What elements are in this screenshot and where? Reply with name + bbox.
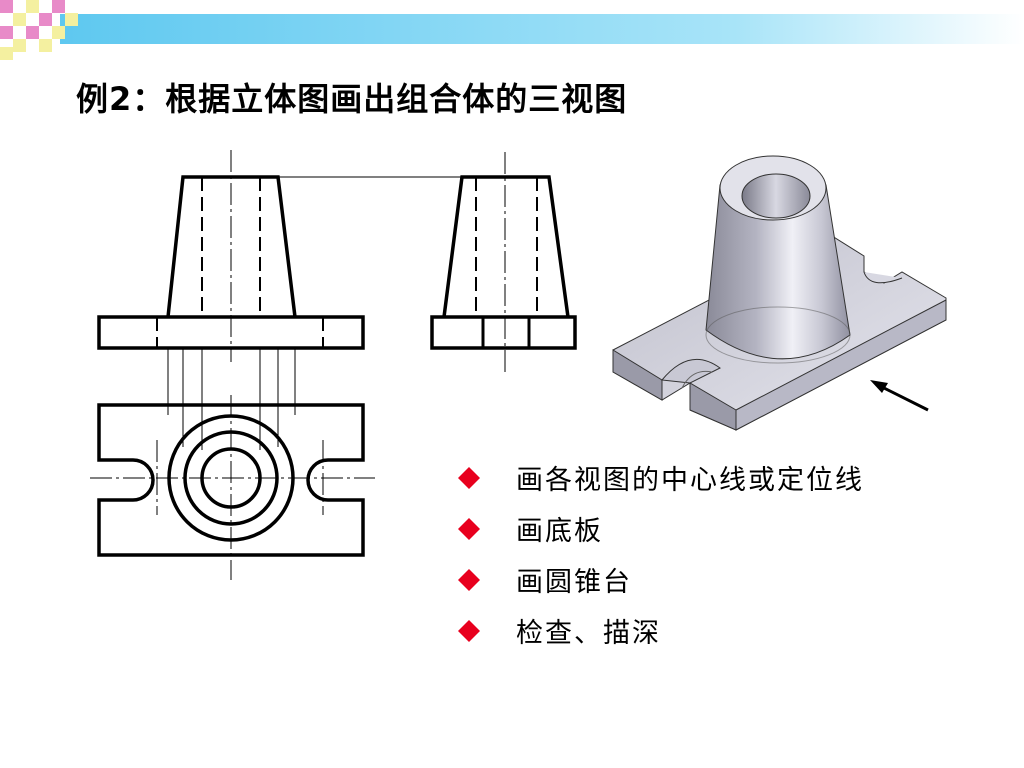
list-item-label: 画圆锥台 bbox=[516, 567, 632, 598]
diamond-icon bbox=[458, 466, 480, 489]
top-view bbox=[90, 395, 375, 580]
list-item-label: 画各视图的中心线或定位线 bbox=[516, 465, 864, 496]
list-item: 画各视图的中心线或定位线 bbox=[450, 452, 1010, 503]
isometric-model bbox=[612, 155, 947, 431]
diamond-icon bbox=[458, 619, 480, 642]
corner-checker-logo bbox=[0, 0, 78, 60]
list-item: 画底板 bbox=[450, 503, 1010, 554]
list-item: 画圆锥台 bbox=[450, 554, 1010, 605]
diamond-icon bbox=[458, 568, 480, 591]
step-list: 画各视图的中心线或定位线 画底板 画圆锥台 检查、描深 bbox=[450, 452, 1010, 656]
list-item-label: 画底板 bbox=[516, 516, 603, 547]
list-item-label: 检查、描深 bbox=[516, 618, 661, 649]
diamond-icon bbox=[458, 517, 480, 540]
side-view bbox=[430, 152, 577, 372]
slide-title: 例2：根据立体图画出组合体的三视图 bbox=[76, 80, 628, 118]
top-band bbox=[60, 14, 1024, 44]
arrow-icon bbox=[870, 380, 929, 412]
list-item: 检查、描深 bbox=[450, 605, 1010, 656]
